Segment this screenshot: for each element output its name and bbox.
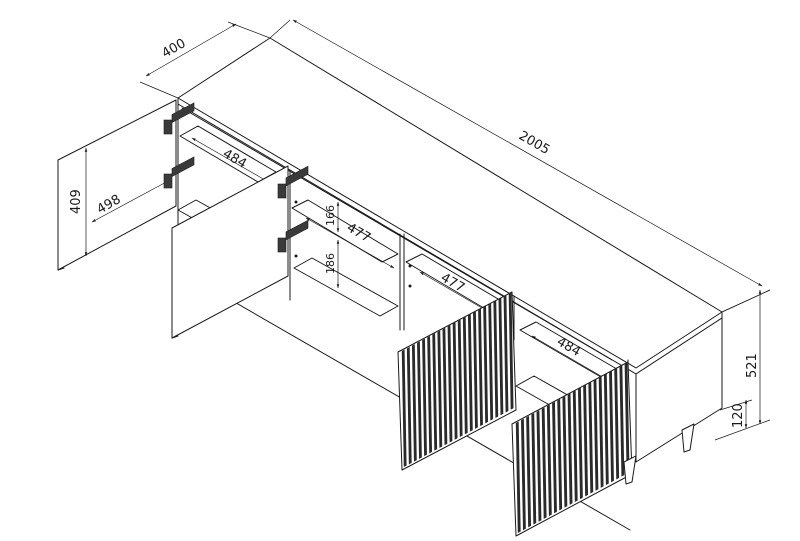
- width-label: 2005: [516, 128, 552, 158]
- door-slat: [536, 410, 542, 522]
- door-slat: [526, 415, 532, 528]
- door-slat: [437, 330, 443, 448]
- door-slat: [583, 384, 589, 497]
- door-slat: [541, 407, 547, 519]
- door-slat: [411, 344, 417, 462]
- door-slat: [432, 333, 438, 451]
- door-slat: [493, 300, 499, 418]
- door-slat: [508, 292, 514, 410]
- hinge-icon: [277, 219, 309, 253]
- door-slat: [452, 322, 458, 440]
- door-slat: [473, 311, 478, 429]
- hinge-icon: [163, 102, 195, 135]
- door-slat: [609, 370, 614, 483]
- door-slat: [417, 341, 422, 459]
- door-slat: [614, 367, 620, 480]
- door-slat: [462, 316, 468, 435]
- door-slat: [557, 398, 563, 511]
- door-slat: [624, 362, 630, 474]
- door-slat: [531, 413, 537, 525]
- door-slat: [457, 319, 463, 438]
- door-slat: [567, 393, 573, 505]
- door-slat: [593, 379, 599, 491]
- legs: [623, 423, 695, 485]
- door-slat: [427, 335, 433, 454]
- hinge-icon: [277, 165, 309, 199]
- door-slat: [488, 303, 494, 421]
- door-slat: [422, 338, 427, 457]
- door-slat: [562, 396, 568, 508]
- fluted-door-middle: [397, 291, 517, 471]
- fluted-door-right: [511, 361, 633, 537]
- middle-open-door: [171, 165, 289, 339]
- door-slat: [619, 365, 625, 477]
- left-open-door: 409 498: [57, 99, 177, 271]
- door-slat: [588, 382, 594, 494]
- door-slat: [552, 401, 557, 514]
- leg-back: [681, 423, 695, 453]
- height-dimension: 521: [714, 289, 771, 441]
- hinges: [163, 102, 309, 253]
- depth-label: 400: [160, 36, 189, 61]
- leg-front: [623, 455, 637, 485]
- door-slat: [546, 404, 552, 517]
- door-slat: [603, 373, 609, 486]
- door-height-label: 409: [69, 189, 84, 214]
- gap-top-label: 166: [324, 205, 337, 226]
- door-slat: [401, 349, 407, 468]
- door-slat: [442, 327, 448, 446]
- door-slat: [598, 376, 604, 488]
- door-slat: [515, 421, 521, 534]
- door-slat: [467, 314, 473, 432]
- door-slat: [503, 295, 509, 413]
- bottom-panel-middle: [293, 257, 399, 317]
- door-slat: [478, 308, 483, 427]
- hinge-icon: [163, 156, 195, 189]
- door-slat: [483, 305, 489, 424]
- door-slat: [520, 418, 526, 531]
- door-slat: [572, 390, 578, 503]
- leg-height-label: 120: [731, 403, 746, 428]
- door-slat: [577, 387, 583, 500]
- door-slat: [498, 297, 504, 416]
- leg-height-dimension: 120: [719, 399, 753, 429]
- door-slat: [406, 346, 412, 465]
- door-slat: [447, 325, 453, 443]
- gap-bottom-label: 186: [324, 253, 337, 274]
- height-label: 521: [745, 353, 760, 378]
